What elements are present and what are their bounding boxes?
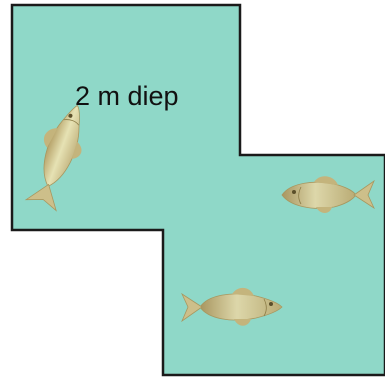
depth-label: 2 m diep (75, 81, 179, 111)
